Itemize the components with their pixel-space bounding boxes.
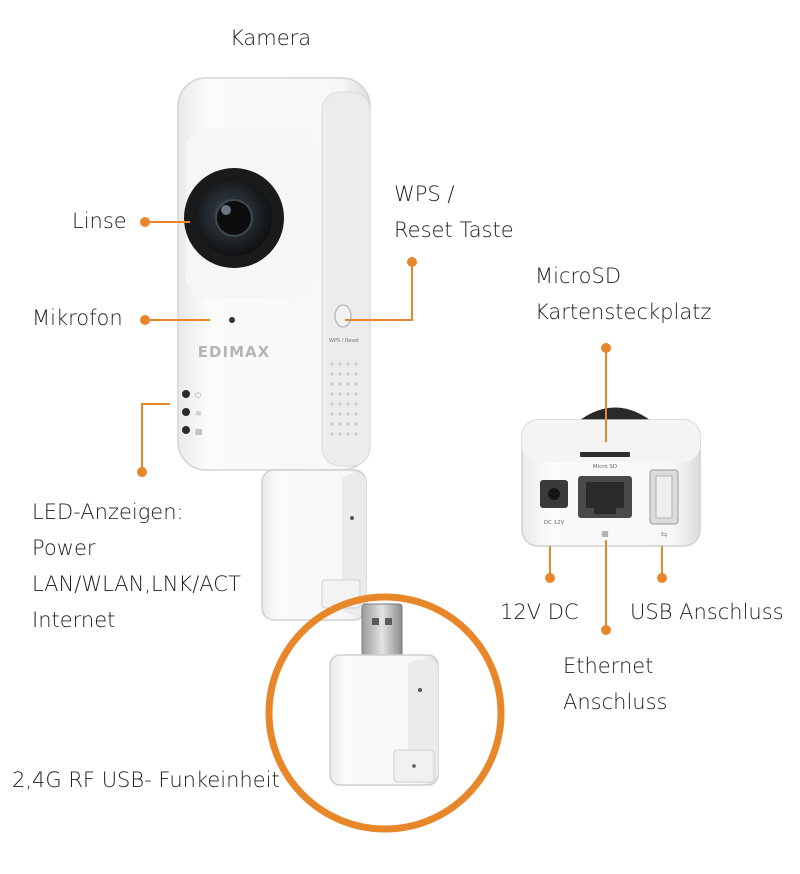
- label-microphone: Mikrofon: [32, 306, 123, 330]
- wps-reset-button: WPS / Reset: [329, 304, 359, 344]
- wps-small-label: WPS / Reset: [329, 338, 359, 344]
- network-icon: ≋: [195, 409, 202, 418]
- callout-dots: [137, 217, 667, 635]
- label-dc: 12V DC: [500, 600, 579, 624]
- label-wps-reset: WPS / Reset Taste: [394, 182, 514, 242]
- microsd-slot: [580, 452, 630, 457]
- rf-unit-highlight-circle: [265, 593, 505, 833]
- label-microsd: MicroSD Kartensteckplatz: [535, 264, 712, 324]
- callout-lines: [141, 221, 663, 630]
- label-lens: Linse: [72, 209, 127, 233]
- microphone-hole: [229, 317, 235, 323]
- dc-small-label: DC 12V: [544, 520, 565, 526]
- label-rf-unit: 2,4G RF USB- Funkeinheit: [12, 768, 280, 792]
- usb-icon: ⇆: [661, 530, 668, 539]
- brand-logo: EDIMAX: [198, 343, 270, 361]
- lower-module: [261, 469, 367, 621]
- speaker-grille: [330, 362, 358, 436]
- rear-view-device: Micro SD DC 12V ▦ ⇆: [521, 407, 701, 547]
- microsd-small-label: Micro SD: [593, 464, 617, 470]
- label-ethernet: Ethernet Anschluss: [563, 654, 668, 714]
- power-icon: ⏻: [195, 391, 202, 400]
- led-indicators: ⏻ ≋ ▦: [182, 390, 203, 436]
- internet-icon: ▦: [195, 427, 203, 436]
- label-camera: Kamera: [230, 26, 312, 50]
- ethernet-icon: ▦: [601, 529, 609, 538]
- label-usb: USB Anschluss: [630, 600, 784, 624]
- camera-lens: [184, 168, 284, 268]
- camera-body: [177, 77, 371, 471]
- label-led-indicators: LED-Anzeigen: Power LAN/WLAN,LNK/ACT Int…: [32, 500, 241, 632]
- rf-usb-unit: [329, 603, 439, 786]
